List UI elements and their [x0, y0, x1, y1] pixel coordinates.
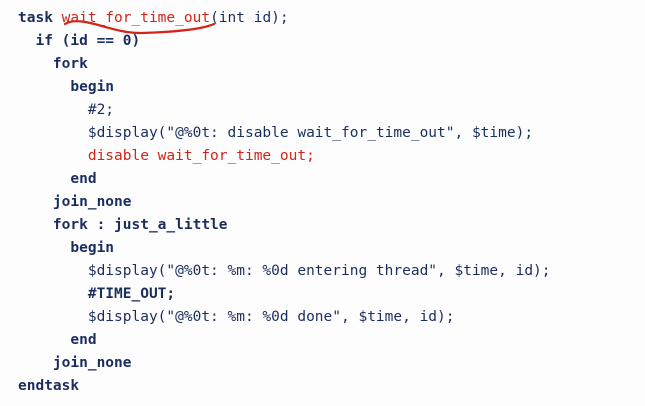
code-text: #TIME_OUT;: [18, 286, 176, 302]
code-line: join_none: [18, 352, 132, 375]
code-line: begin: [18, 76, 114, 99]
code-line: fork: [18, 53, 88, 76]
code-text: endtask: [18, 378, 80, 394]
code-line: task wait_for_time_out(int id);: [18, 7, 289, 30]
code-line: $display("@%0t: %m: %0d done", $time, id…: [18, 306, 455, 329]
code-text: begin: [18, 240, 115, 256]
code-text: end: [18, 332, 97, 348]
code-text: task: [18, 10, 62, 26]
code-line: end: [18, 168, 97, 191]
code-text: (int id);: [210, 10, 289, 26]
code-line: $display("@%0t: disable wait_for_time_ou…: [18, 122, 533, 145]
code-text: fork : just_a_little: [18, 217, 228, 233]
code-line: $display("@%0t: %m: %0d entering thread"…: [18, 260, 551, 283]
code-line: if (id == 0): [18, 30, 140, 53]
code-line: #TIME_OUT;: [18, 283, 175, 306]
code-line: join_none: [18, 191, 132, 214]
highlighted-code-text: wait_for_time_out: [61, 10, 211, 26]
code-text: if (id == 0): [18, 33, 141, 49]
code-line: fork : just_a_little: [18, 214, 228, 237]
code-text: fork: [18, 56, 88, 72]
code-line: disable wait_for_time_out;: [18, 145, 315, 168]
code-line: begin: [18, 237, 114, 260]
code-line: end: [18, 329, 97, 352]
code-text: $display("@%0t: disable wait_for_time_ou…: [18, 125, 534, 141]
code-text: join_none: [18, 194, 132, 210]
code-text: end: [18, 171, 97, 187]
code-text: #2;: [18, 102, 115, 118]
code-line: endtask: [18, 375, 79, 398]
code-line: #2;: [18, 99, 114, 122]
code-text: begin: [18, 79, 115, 95]
code-text: $display("@%0t: %m: %0d done", $time, id…: [18, 309, 455, 325]
code-text: $display("@%0t: %m: %0d entering thread"…: [18, 263, 551, 279]
code-text: join_none: [18, 355, 132, 371]
highlighted-code-text: disable wait_for_time_out;: [18, 148, 315, 164]
